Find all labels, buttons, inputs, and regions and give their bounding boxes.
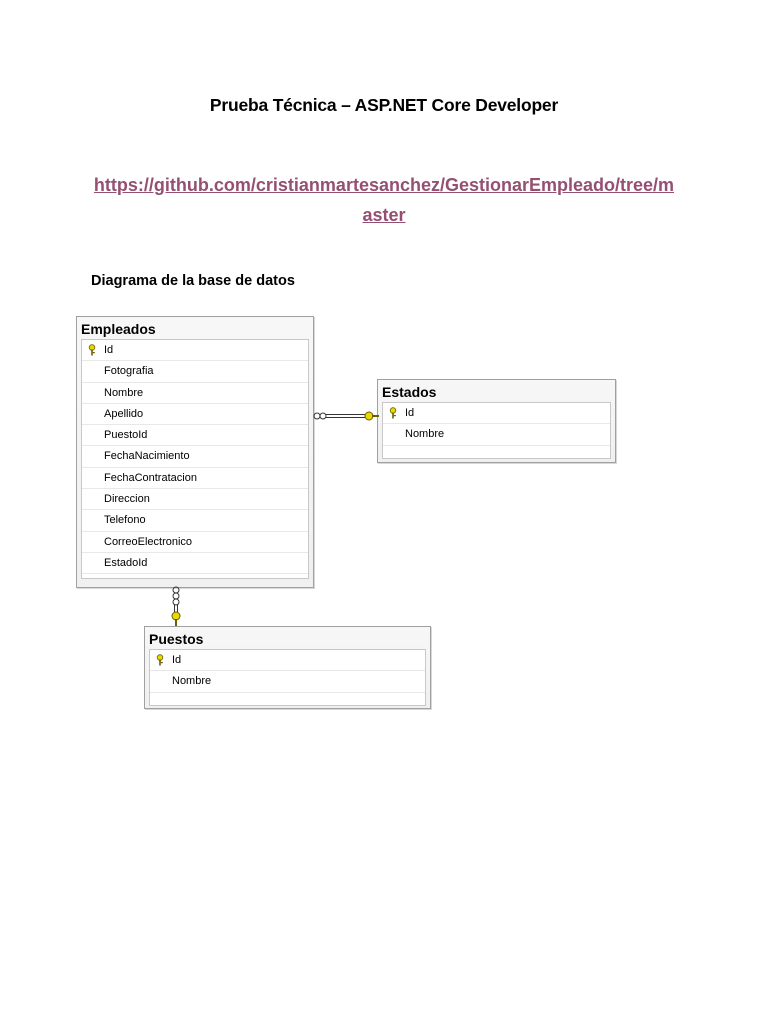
column-name: Telefono [104,514,146,527]
table-row: Direccion [82,489,308,511]
table-puestos: Puestos Id Nombre [144,626,431,709]
column-name: Id [405,407,415,419]
table-row: CorreoElectronico [82,532,308,553]
column-name: Nombre [405,428,445,441]
table-row: Id [383,403,610,425]
table-row: Id [82,340,308,362]
column-name: PuestoId [104,429,148,442]
github-link-line-1[interactable]: https://github.com/cristianmartesanchez/… [93,175,675,195]
table-row: FechaNacimiento [82,446,308,468]
table-row: Nombre [82,383,308,404]
column-name: Nombre [104,386,144,399]
table-estados: Estados Id Nombre [377,379,616,463]
table-row: Telefono [82,510,308,532]
key-icon [389,407,397,419]
table-row: FechaContratacion [82,468,308,490]
table-columns: Id Nombre [382,402,611,459]
column-name: Fotografia [104,365,154,378]
column-name: Id [172,654,182,666]
table-row: EstadoId [82,553,308,575]
column-name: Nombre [172,675,212,688]
relationship-empleados-estados [313,411,379,421]
table-title: Estados [382,384,437,400]
table-empleados: Empleados Id Fotografia Nombre Apellido … [76,316,314,588]
table-columns: Id Nombre [149,649,426,706]
column-name: EstadoId [104,556,148,569]
github-link-line-2[interactable]: aster [362,205,406,225]
column-name: Direccion [104,493,150,506]
column-name: Id [104,344,114,356]
relationship-empleados-puestos [171,586,181,626]
column-name: CorreoElectronico [104,535,193,548]
github-link[interactable]: https://github.com/cristianmartesanchez/… [84,170,684,230]
table-row: Id [150,650,425,672]
table-row: Fotografia [82,361,308,383]
table-columns: Id Fotografia Nombre Apellido PuestoId F… [81,339,309,579]
column-name: FechaNacimiento [104,450,190,463]
key-icon [88,344,96,356]
column-name: FechaContratacion [104,471,197,484]
table-title: Empleados [81,321,156,337]
table-row: Nombre [383,424,610,446]
table-row: Nombre [150,671,425,693]
table-title: Puestos [149,631,204,647]
key-icon [156,654,164,666]
table-row: Apellido [82,404,308,426]
column-name: Apellido [104,407,144,420]
table-row: PuestoId [82,425,308,447]
section-heading: Diagrama de la base de datos [91,273,295,289]
page-title: Prueba Técnica – ASP.NET Core Developer [209,95,559,115]
table-row-empty [82,574,308,594]
